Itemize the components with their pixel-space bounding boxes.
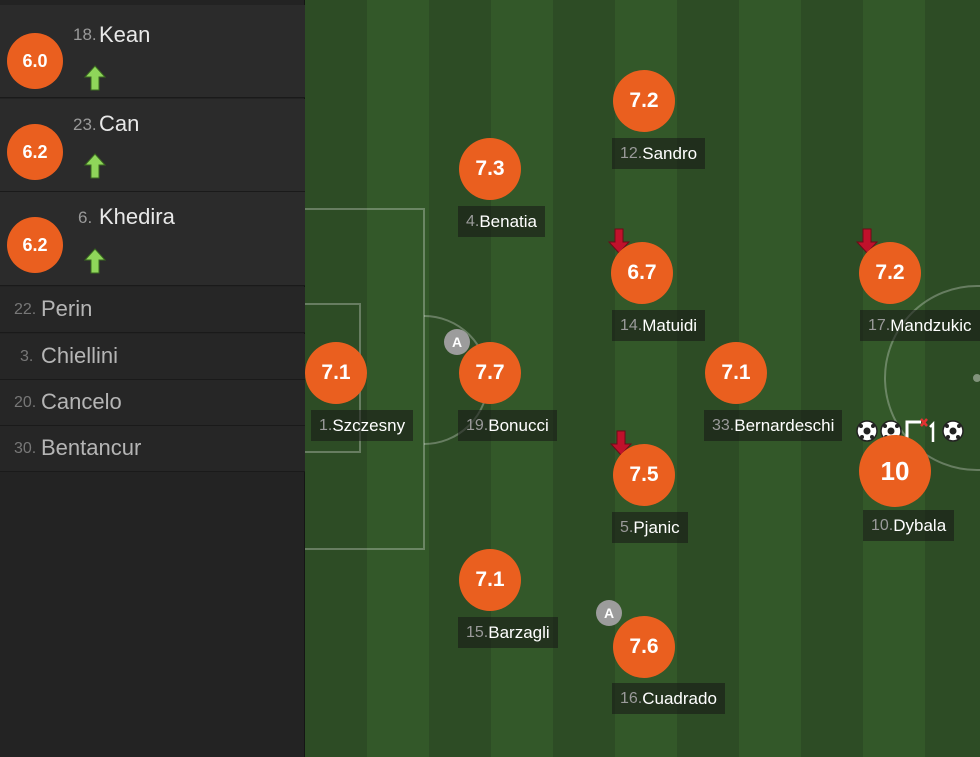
arrow-up-icon bbox=[84, 65, 106, 91]
player-name: Sandro bbox=[642, 143, 698, 163]
player-rating-badge: 6.2 bbox=[7, 124, 63, 180]
bench-row-chiellini[interactable]: 3. Chiellini bbox=[0, 334, 305, 380]
player-label: 16.Cuadrado bbox=[612, 683, 725, 714]
player-label: 12.Sandro bbox=[612, 138, 706, 169]
player-rating-badge: 10 bbox=[859, 435, 931, 507]
substitute-row-can[interactable]: 6.2 23. Can bbox=[0, 99, 305, 192]
substitute-row-kean[interactable]: 6.0 18. Kean bbox=[0, 5, 305, 98]
captain-badge-icon: A bbox=[444, 329, 470, 355]
player-name: Bentancur bbox=[41, 435, 142, 460]
player-number: 6. bbox=[78, 208, 93, 227]
player-label: 19.Bonucci bbox=[458, 410, 557, 441]
bench-row-bentancur[interactable]: 30. Bentancur bbox=[0, 426, 305, 472]
substitute-row-khedira[interactable]: 6.2 6. Khedira bbox=[0, 192, 305, 286]
player-rating-badge: 7.2 bbox=[613, 70, 675, 132]
player-label: 1.Szczesny bbox=[311, 410, 414, 441]
player-barzagli[interactable]: 7.1 15.Barzagli bbox=[458, 549, 558, 648]
assist-icon bbox=[905, 418, 935, 442]
player-pjanic[interactable]: 7.5 5.Pjanic bbox=[610, 430, 688, 543]
player-rating-badge: 7.3 bbox=[459, 138, 521, 200]
player-rating-badge: 6.2 bbox=[7, 217, 63, 273]
lineup-sidebar: 6.0 18. Kean 6.2 23. Can 6.2 6. Khedira … bbox=[0, 0, 305, 757]
player-number: 3. bbox=[20, 348, 34, 365]
player-rating-badge: 7.6 bbox=[613, 616, 675, 678]
player-szczesny[interactable]: 7.1 1.Szczesny bbox=[305, 342, 414, 441]
player-name: Szczesny bbox=[332, 415, 406, 435]
player-number: 17. bbox=[868, 316, 891, 334]
player-rating-badge: 7.1 bbox=[705, 342, 767, 404]
player-rating-badge: 7.1 bbox=[305, 342, 367, 404]
player-number: 5. bbox=[620, 518, 634, 536]
bench-row-cancelo[interactable]: 20. Cancelo bbox=[0, 380, 305, 426]
player-name: Khedira bbox=[99, 204, 175, 229]
player-rating-badge: 6.0 bbox=[7, 33, 63, 89]
player-name: Matuidi bbox=[642, 315, 698, 335]
player-bernardeschi[interactable]: 7.1 33.Bernardeschi bbox=[704, 342, 843, 441]
player-label: 4.Benatia bbox=[458, 206, 546, 237]
player-name: Benatia bbox=[479, 211, 538, 231]
football-icon bbox=[856, 420, 878, 442]
player-sandro[interactable]: 7.2 12.Sandro bbox=[612, 70, 706, 169]
player-number: 10. bbox=[871, 516, 894, 534]
player-label: 33.Bernardeschi bbox=[704, 410, 843, 441]
player-bonucci[interactable]: A 7.7 19.Bonucci bbox=[444, 329, 557, 441]
player-benatia[interactable]: 7.3 4.Benatia bbox=[458, 138, 546, 237]
player-number: 33. bbox=[712, 416, 735, 434]
player-dybala[interactable]: 10 10.Dybala bbox=[856, 418, 964, 541]
player-name: Perin bbox=[41, 296, 93, 321]
player-label: 14.Matuidi bbox=[612, 310, 706, 341]
player-rating-badge: 6.7 bbox=[611, 242, 673, 304]
arrow-up-icon bbox=[84, 153, 106, 179]
player-name: Cuadrado bbox=[642, 688, 717, 708]
player-name: Kean bbox=[99, 22, 151, 47]
player-label: 15.Barzagli bbox=[458, 617, 558, 648]
player-name: Barzagli bbox=[488, 622, 550, 642]
player-number: 22. bbox=[14, 301, 37, 318]
player-number: 18. bbox=[73, 25, 97, 44]
player-number: 23. bbox=[73, 115, 97, 134]
pitch: 7.1 1.Szczesny 7.3 4.Benatia A 7.7 19.Bo… bbox=[305, 0, 980, 757]
player-cuadrado[interactable]: A 7.6 16.Cuadrado bbox=[596, 600, 725, 714]
player-mandzukic[interactable]: 7.2 17.Mandzukic bbox=[856, 228, 980, 341]
player-number: 20. bbox=[14, 394, 37, 411]
player-name: Bernardeschi bbox=[734, 415, 835, 435]
player-label: 5.Pjanic bbox=[612, 512, 688, 543]
player-name: Mandzukic bbox=[890, 315, 972, 335]
player-name: Can bbox=[99, 111, 140, 136]
player-rating-badge: 7.5 bbox=[613, 444, 675, 506]
player-matuidi[interactable]: 6.7 14.Matuidi bbox=[608, 228, 706, 341]
player-label: 17.Mandzukic bbox=[860, 310, 980, 341]
player-name: Chiellini bbox=[41, 343, 119, 368]
player-rating-badge: 7.7 bbox=[459, 342, 521, 404]
arrow-up-icon bbox=[84, 248, 106, 274]
captain-badge-icon: A bbox=[596, 600, 622, 626]
player-number: 14. bbox=[620, 316, 643, 334]
player-number: 12. bbox=[620, 144, 643, 162]
player-label: 10.Dybala bbox=[863, 510, 955, 541]
player-number: 15. bbox=[466, 623, 489, 641]
player-number: 1. bbox=[319, 416, 333, 434]
player-name: Cancelo bbox=[41, 389, 122, 414]
player-rating-badge: 7.2 bbox=[859, 242, 921, 304]
player-name: Bonucci bbox=[488, 415, 549, 435]
player-number: 4. bbox=[466, 212, 480, 230]
player-rating-badge: 7.1 bbox=[459, 549, 521, 611]
player-name: Dybala bbox=[893, 515, 947, 535]
player-number: 19. bbox=[466, 416, 489, 434]
football-icon bbox=[942, 420, 964, 442]
player-name: Pjanic bbox=[633, 517, 680, 537]
player-number: 30. bbox=[14, 440, 37, 457]
player-number: 16. bbox=[620, 689, 643, 707]
bench-row-perin[interactable]: 22. Perin bbox=[0, 287, 305, 333]
